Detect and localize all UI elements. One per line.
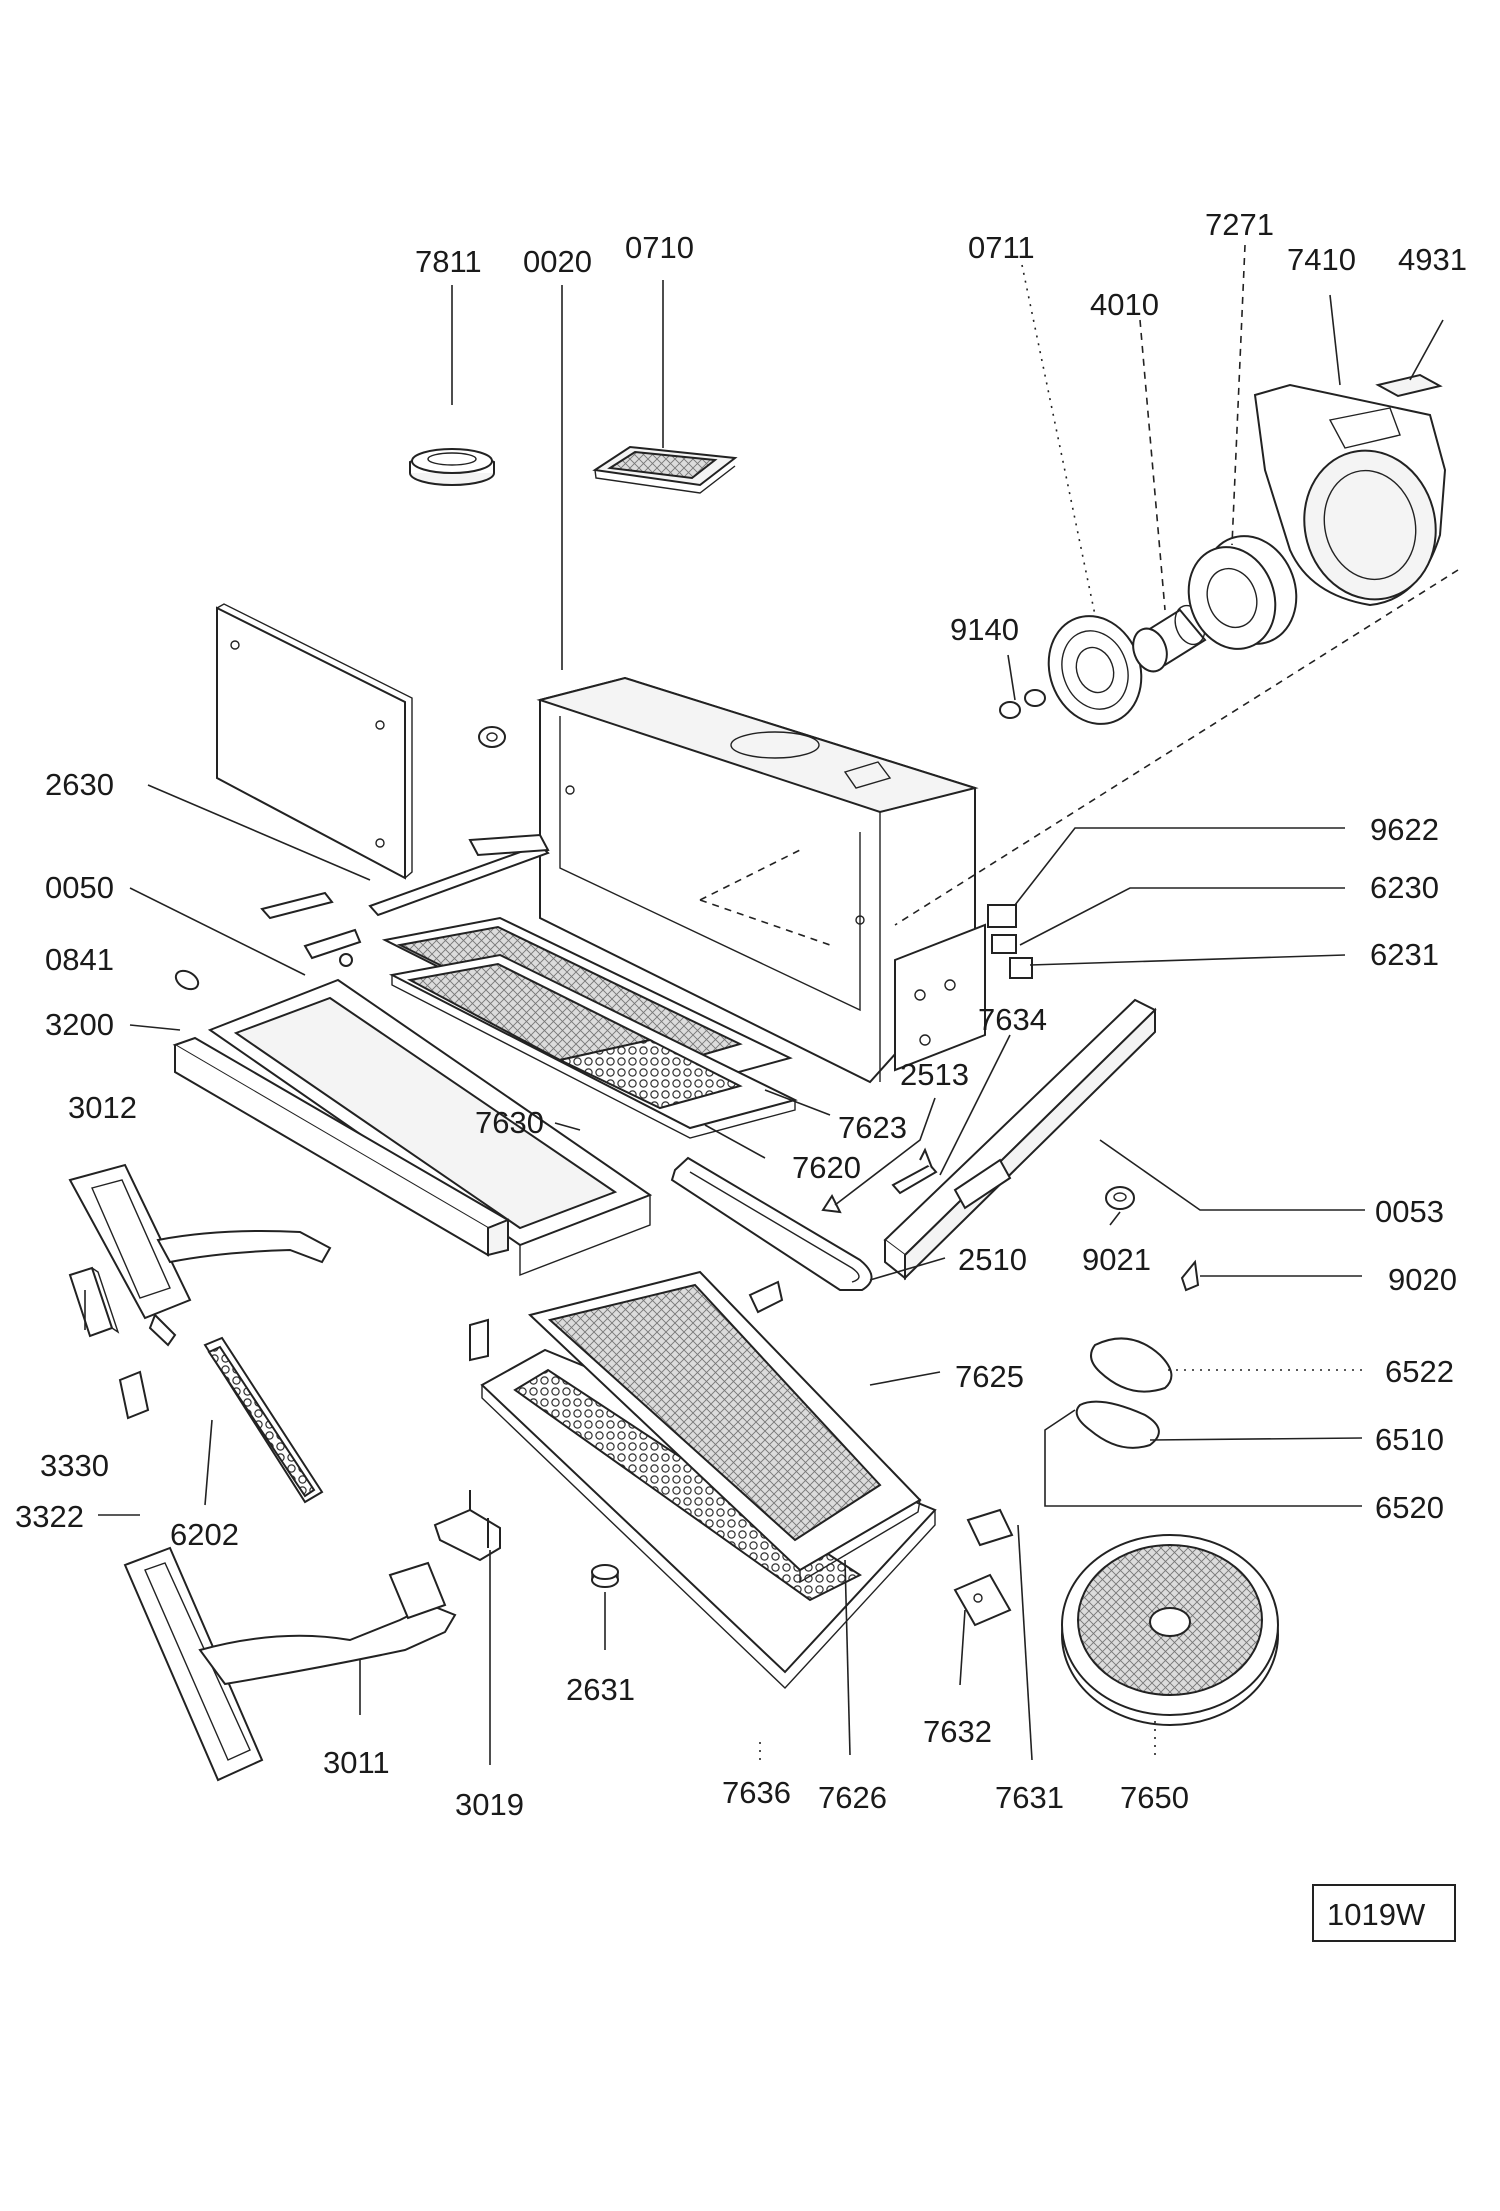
callout-7410: 7410 [1287, 242, 1356, 277]
part-7632-clip [953, 1573, 1012, 1627]
part-7811-cap [409, 448, 495, 486]
part-bracket-small-a [260, 891, 362, 967]
part-0711-fan-guard [1047, 615, 1143, 725]
part-6522-lamp-cover [1090, 1337, 1173, 1393]
callout-9622: 9622 [1370, 812, 1439, 847]
callout-2510: 2510 [958, 1242, 1027, 1277]
part-9622-switch-plate [894, 904, 1033, 1072]
part-3012-handle [68, 1163, 332, 1347]
callout-4931: 4931 [1398, 242, 1467, 277]
part-rail-upper [368, 833, 550, 917]
callout-6231: 6231 [1370, 937, 1439, 972]
part-cube-small [118, 1370, 150, 1420]
callout-7631: 7631 [995, 1780, 1064, 1815]
part-3330-block [68, 1266, 120, 1338]
callout-3330: 3330 [40, 1448, 109, 1483]
callout-3200: 3200 [45, 1007, 114, 1042]
part-7634-clip [891, 1147, 938, 1195]
callout-9020: 9020 [1388, 1262, 1457, 1297]
callout-2630: 2630 [45, 767, 114, 802]
part-7410-blower-housing [1253, 383, 1447, 607]
callout-2631: 2631 [566, 1672, 635, 1707]
part-9020-bracket [1180, 1259, 1200, 1292]
callout-7632: 7632 [923, 1714, 992, 1749]
callout-6230: 6230 [1370, 870, 1439, 905]
callout-6520: 6520 [1375, 1490, 1444, 1525]
callout-0050: 0050 [45, 870, 114, 905]
callout-7626: 7626 [818, 1780, 887, 1815]
part-2631-foot [591, 1564, 619, 1588]
callout-7271: 7271 [1205, 207, 1274, 242]
callout-0053: 0053 [1375, 1194, 1444, 1229]
callout-6510: 6510 [1375, 1422, 1444, 1457]
reference-code: 1019W [1327, 1897, 1426, 1932]
part-6510-bulb [1075, 1400, 1160, 1449]
part-4931-label [1375, 373, 1443, 398]
part-small-clip-lower [748, 1280, 784, 1314]
callout-7620: 7620 [792, 1150, 861, 1185]
part-7650-round-filter [1061, 1534, 1279, 1726]
callout-3012: 3012 [68, 1090, 137, 1125]
callout-6202: 6202 [170, 1517, 239, 1552]
callout-9140: 9140 [950, 612, 1019, 647]
part-9140-nuts [999, 689, 1046, 719]
part-3200-front-strip [172, 1036, 511, 1362]
callout-4010: 4010 [1090, 287, 1159, 322]
part-7271-impeller [1187, 535, 1298, 650]
part-6202-bar [203, 1336, 324, 1504]
callout-6522: 6522 [1385, 1354, 1454, 1389]
reference-code-box: 1019W [1312, 1884, 1456, 1942]
callout-7811: 7811 [415, 244, 482, 279]
part-3019-bracket [433, 1490, 501, 1562]
part-4010-motor [1132, 604, 1207, 673]
part-7625-filter-lower [527, 1270, 922, 1584]
part-2630-rear-panel [216, 603, 413, 880]
callout-0841: 0841 [45, 942, 114, 977]
part-0841-nut [174, 969, 200, 991]
callout-7634: 7634 [978, 1002, 1047, 1037]
callout-0711: 0711 [968, 230, 1035, 265]
callout-9021: 9021 [1082, 1242, 1151, 1277]
part-3011-handle [123, 1546, 457, 1782]
callout-7623: 7623 [838, 1110, 907, 1145]
callout-3322: 3322 [15, 1499, 84, 1534]
part-2510-u-rail [670, 1156, 873, 1291]
part-9021-knob [1105, 1186, 1135, 1210]
callout-3019: 3019 [455, 1787, 524, 1822]
callout-2513: 2513 [900, 1057, 969, 1092]
callout-7636: 7636 [722, 1775, 791, 1810]
leader-lines [84, 244, 1459, 1765]
part-0710-grille [592, 445, 738, 494]
part-0020-housing [536, 676, 979, 1084]
part-7620-filter-frame [388, 953, 798, 1139]
part-7631-strip [966, 1508, 1014, 1547]
callout-7625: 7625 [955, 1359, 1024, 1394]
callout-0020: 0020 [523, 244, 592, 279]
callout-7630: 7630 [475, 1105, 544, 1140]
callout-3011: 3011 [323, 1745, 390, 1780]
part-clip-grommet [478, 726, 506, 748]
part-0053-side-rail [883, 998, 1157, 1281]
callout-0710: 0710 [625, 230, 694, 265]
callout-labels: 7811 0020 0710 0711 7271 7410 4931 4010 … [15, 207, 1467, 1822]
callout-7650: 7650 [1120, 1780, 1189, 1815]
